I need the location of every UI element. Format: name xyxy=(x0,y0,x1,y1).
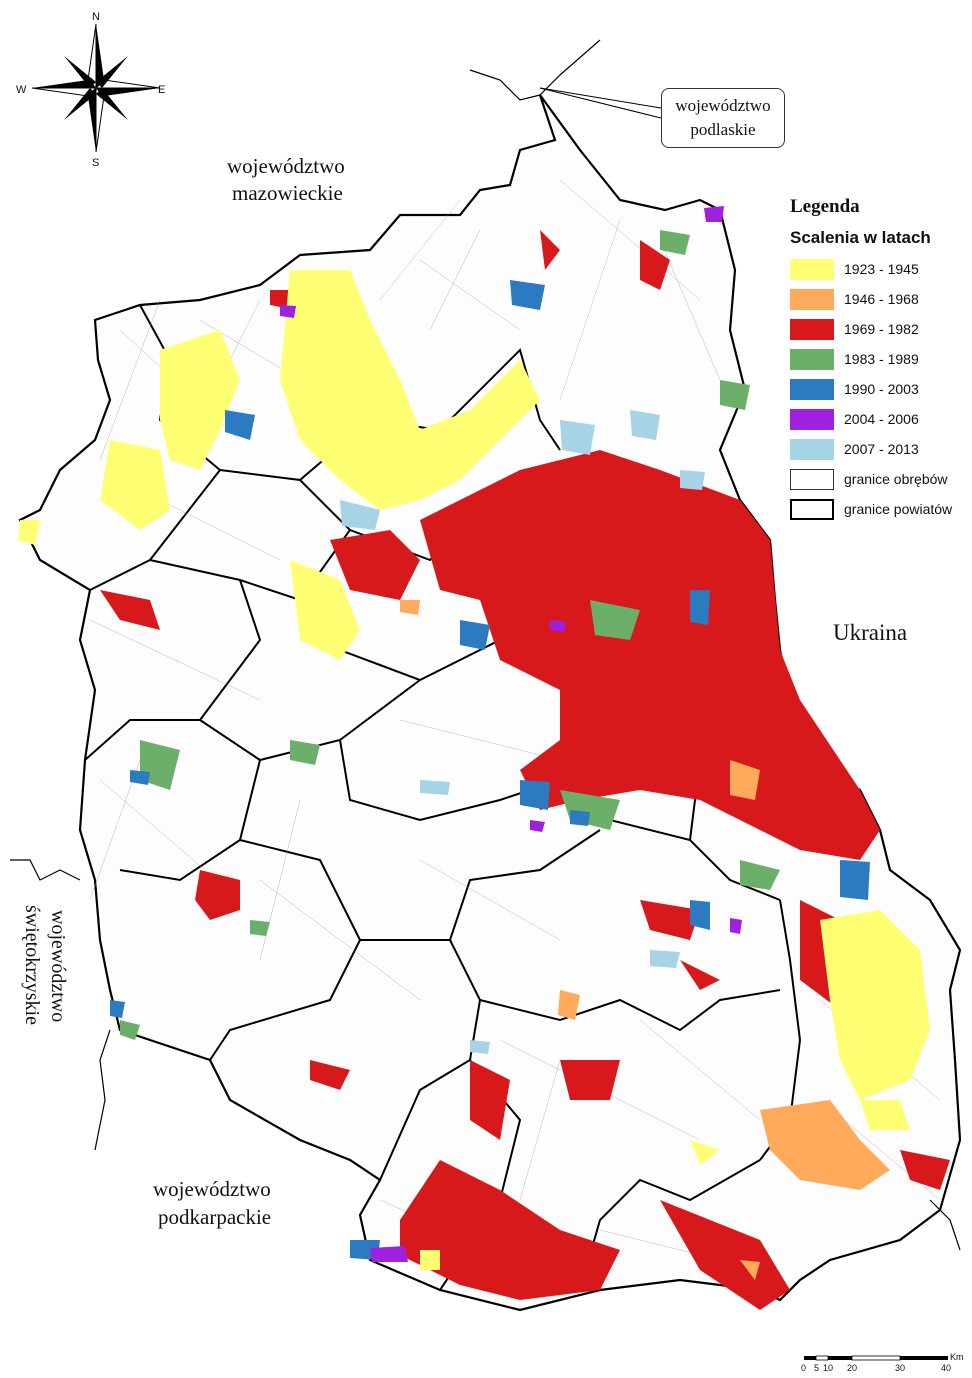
legend-swatch-1 xyxy=(790,288,834,310)
scale-tick-3: 20 xyxy=(847,1363,857,1373)
legend-swatch-6 xyxy=(790,438,834,460)
legend-label-3: 1983 - 1989 xyxy=(844,351,919,367)
compass-north-label: N xyxy=(92,11,100,23)
scale-tick-0: 0 xyxy=(801,1363,806,1373)
legend-label-obreb: granice obrębów xyxy=(844,471,948,487)
rivers xyxy=(10,39,961,1251)
consolidation-1923-1945 xyxy=(18,270,930,1270)
compass-east-label: E xyxy=(158,84,165,96)
legend-item-powiat: granice powiatów xyxy=(790,494,972,524)
consolidation-1969-1982 xyxy=(100,230,950,1310)
legend-label-2: 1969 - 1982 xyxy=(844,321,919,337)
consolidation-2007-2013 xyxy=(340,410,705,1054)
legend-item-5: 2004 - 2006 xyxy=(790,404,972,434)
callout-line1: województwo xyxy=(675,96,771,115)
region-label-swietokrzyskie-line2: świętokrzyskie xyxy=(21,905,43,1025)
compass-south-label: S xyxy=(92,157,99,169)
legend-item-2: 1969 - 1982 xyxy=(790,314,972,344)
region-label-mazowieckie-line2: mazowieckie xyxy=(232,181,343,205)
region-label-podkarpackie-line2: podkarpackie xyxy=(158,1205,271,1229)
scale-tick-5: 40 xyxy=(941,1363,951,1373)
scale-unit-label: Km xyxy=(950,1352,964,1362)
legend-label-1: 1946 - 1968 xyxy=(844,291,919,307)
legend-item-3: 1983 - 1989 xyxy=(790,344,972,374)
scale-tick-1: 5 xyxy=(814,1363,819,1373)
legend-swatch-0 xyxy=(790,258,834,280)
consolidation-1946-1968 xyxy=(400,600,890,1280)
scale-tick-4: 30 xyxy=(895,1363,905,1373)
legend-item-4: 1990 - 2003 xyxy=(790,374,972,404)
consolidation-2004-2006 xyxy=(280,206,742,1262)
legend-item-obreb: granice obrębów xyxy=(790,464,972,494)
compass-rose: N S E W xyxy=(16,11,165,169)
scale-bar: Km 0 5 10 20 30 40 xyxy=(801,1352,964,1373)
region-label-swietokrzyskie-line1: województwo xyxy=(47,910,69,1022)
region-label-podkarpackie-line1: województwo xyxy=(153,1177,271,1201)
legend-swatch-3 xyxy=(790,348,834,370)
legend-item-6: 2007 - 2013 xyxy=(790,434,972,464)
legend-swatch-5 xyxy=(790,408,834,430)
callout-line2: podlaskie xyxy=(690,120,756,139)
legend-swatch-2 xyxy=(790,318,834,340)
legend-label-powiat: granice powiatów xyxy=(844,501,953,517)
consolidation-1990-2003 xyxy=(110,280,870,1260)
legend-label-6: 2007 - 2013 xyxy=(844,441,919,457)
legend-item-0: 1923 - 1945 xyxy=(790,254,972,284)
scale-tick-2: 10 xyxy=(823,1363,833,1373)
legend-swatch-4 xyxy=(790,378,834,400)
legend-title: Legenda xyxy=(790,196,860,217)
legend-label-4: 1990 - 2003 xyxy=(844,381,919,397)
callout-leader xyxy=(539,87,662,119)
region-label-ukraina: Ukraina xyxy=(833,620,907,645)
legend-label-0: 1923 - 1945 xyxy=(844,261,919,277)
legend-item-1: 1946 - 1968 xyxy=(790,284,972,314)
legend-swatch-powiat xyxy=(790,498,834,520)
legend-subtitle: Scalenia w latach xyxy=(790,228,931,247)
compass-west-label: W xyxy=(16,84,27,96)
legend-swatch-obreb xyxy=(790,468,834,490)
callout-podlaskie: województwo podlaskie xyxy=(661,88,785,148)
legend: Legenda Scalenia w latach 1923 - 1945 194… xyxy=(790,196,972,524)
region-label-mazowieckie-line1: województwo xyxy=(227,154,345,178)
legend-label-5: 2004 - 2006 xyxy=(844,411,919,427)
